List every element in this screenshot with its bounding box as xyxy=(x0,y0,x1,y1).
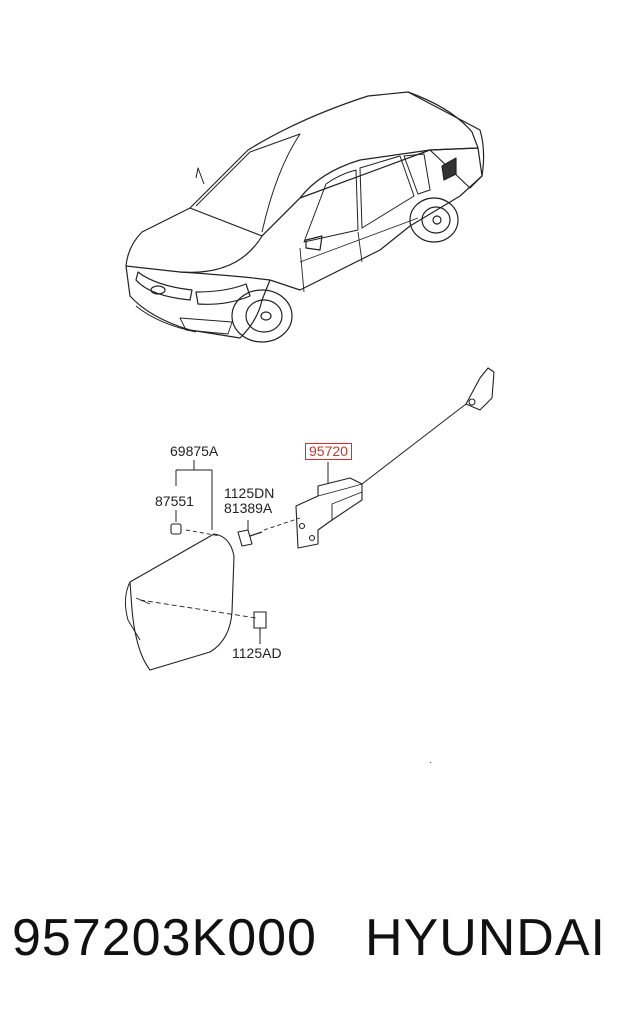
callout-bumper: 87551 xyxy=(155,493,194,509)
release-cable xyxy=(361,403,467,485)
part-footer: 957203K000 HYUNDAI xyxy=(12,908,612,972)
screw-1125ad xyxy=(253,611,267,634)
actuator-part xyxy=(295,477,363,549)
brand-name: HYUNDAI xyxy=(364,909,606,967)
car-illustration xyxy=(125,91,485,343)
fuel-door-part xyxy=(129,533,235,671)
cable-bracket xyxy=(465,367,495,411)
part-number: 957203K000 xyxy=(12,909,317,967)
exploded-parts xyxy=(124,367,495,764)
callout-actuator-highlighted: 95720 xyxy=(305,443,352,460)
screw-1125dn xyxy=(237,529,253,547)
callout-screw-a: 1125DN xyxy=(224,485,275,501)
bumper-part xyxy=(170,523,182,535)
callout-fuel-door: 69875A xyxy=(170,443,219,459)
leader-69875a xyxy=(175,460,213,530)
callout-bolt: 1125AD xyxy=(232,645,282,661)
callout-screw-b: 81389A xyxy=(224,500,273,516)
